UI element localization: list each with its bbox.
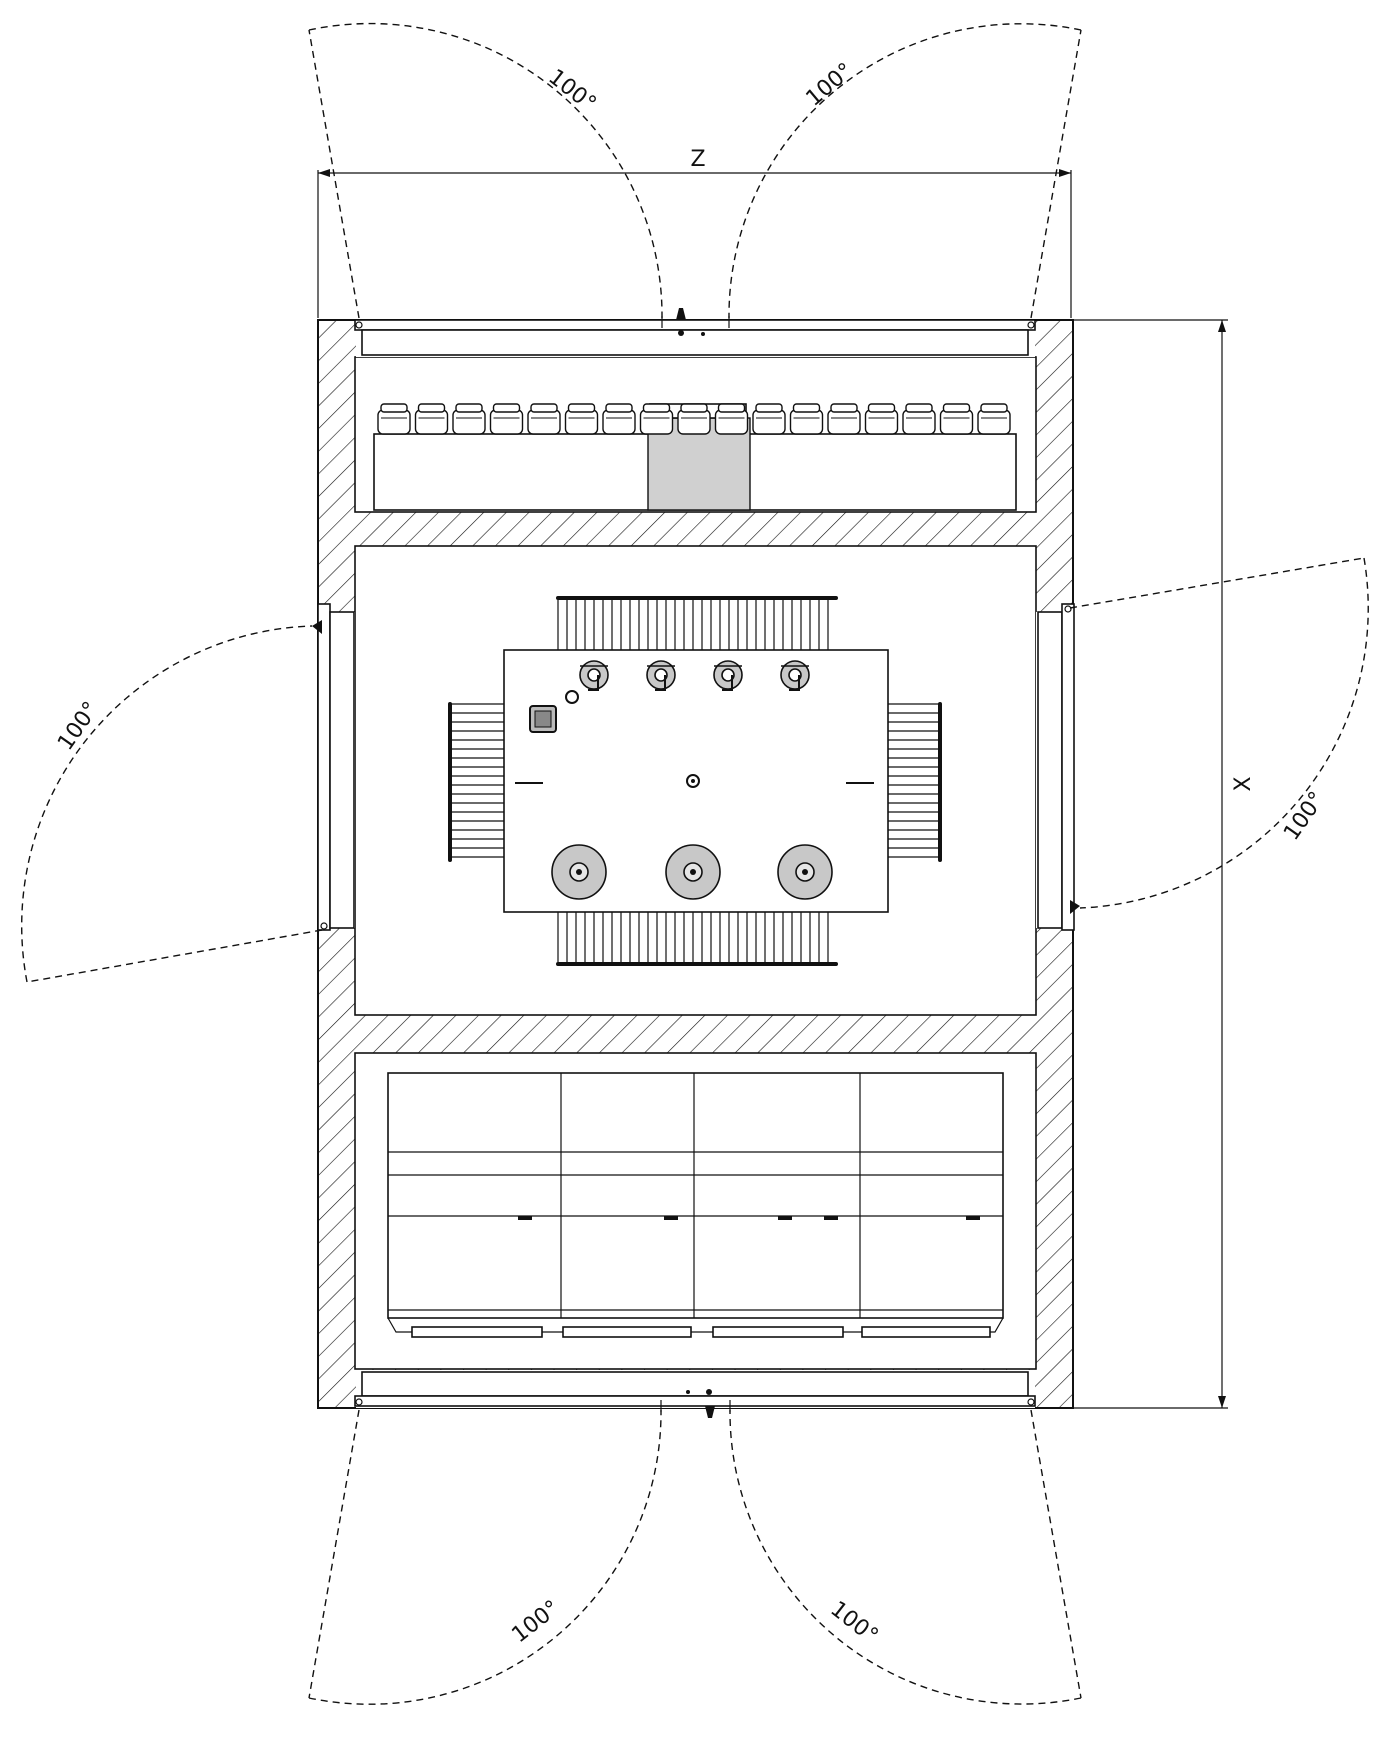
lv-breaker: [864, 403, 899, 435]
lv-breaker: [789, 403, 824, 435]
lv-breaker: [827, 403, 861, 435]
lv-bushing: [579, 660, 609, 691]
angle-label-bottom-left: 100°: [507, 1596, 564, 1648]
hv-bushing: [665, 844, 721, 900]
mv-switchgear: [387, 1072, 1004, 1338]
lv-breaker: [714, 403, 749, 435]
left-door: [312, 603, 355, 931]
angle-label-left: 100°: [53, 697, 104, 755]
door-handle-icon: [312, 620, 322, 634]
door-swing-arcs: [20, 22, 1369, 1705]
lv-bushing: [780, 660, 810, 691]
lv-bushing: [713, 660, 743, 691]
door-handle-icon: [1070, 900, 1080, 914]
lv-switchboard: [373, 403, 1017, 511]
lv-breaker: [902, 403, 936, 435]
lv-breaker: [639, 403, 674, 435]
lv-breaker: [414, 403, 449, 435]
angle-label-bottom-right: 100°: [825, 1597, 882, 1649]
angle-label-top-left: 100°: [543, 65, 600, 117]
lv-breaker: [452, 403, 486, 435]
lv-bushings: [579, 660, 810, 691]
lv-breaker: [564, 403, 599, 435]
hv-bushings: [551, 844, 833, 900]
angle-label-top-right: 100°: [801, 58, 858, 111]
lv-breaker: [977, 403, 1011, 435]
hv-bushing: [551, 844, 607, 900]
tank-center-plug: [686, 774, 700, 788]
lv-breaker: [527, 403, 561, 435]
hv-bushing: [777, 844, 833, 900]
lv-breaker: [602, 403, 636, 435]
dimension-x-label: X: [1231, 776, 1256, 791]
angle-label-right: 100°: [1279, 787, 1330, 845]
lv-breaker: [677, 403, 711, 435]
door-handle-icon: [705, 1406, 715, 1418]
radiator-top: [556, 596, 838, 650]
transformer: [448, 596, 942, 966]
lv-breaker: [752, 403, 786, 435]
radiator-bottom: [556, 912, 838, 966]
lv-breaker: [489, 403, 524, 435]
bottom-doors: [354, 1371, 1036, 1418]
lv-breaker: [939, 403, 974, 435]
lv-bushing: [646, 660, 676, 691]
dimension-x: X: [1073, 319, 1256, 1409]
dimension-z-label: Z: [690, 147, 705, 172]
small-valve-icon: [565, 690, 579, 704]
radiator-left: [448, 702, 504, 862]
lv-breaker: [377, 403, 411, 435]
door-handle-icon: [676, 308, 686, 320]
dimension-z: Z: [317, 147, 1072, 318]
right-door: [1037, 603, 1080, 931]
radiator-right: [888, 702, 942, 862]
top-doors: [354, 308, 1036, 356]
